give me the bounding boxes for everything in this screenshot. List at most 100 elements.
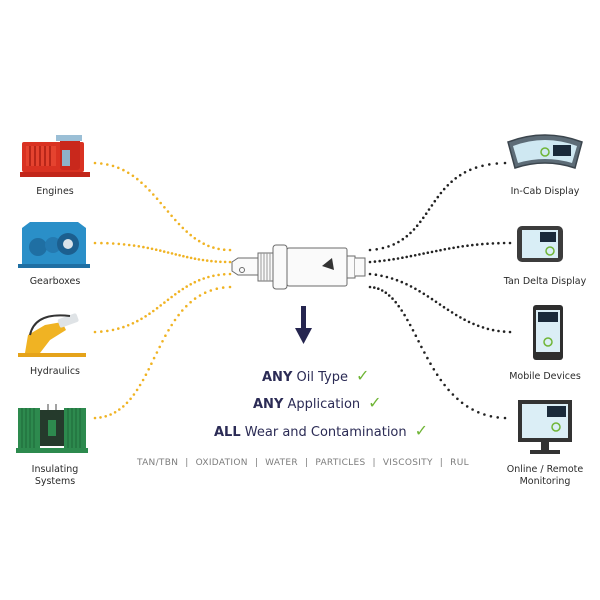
left-dot <box>138 383 142 387</box>
left-dot <box>166 251 170 254</box>
left-dot <box>118 408 121 411</box>
left-dot <box>137 245 141 248</box>
left-dot <box>117 242 121 246</box>
right-dot <box>502 241 506 245</box>
left-dot <box>189 256 193 260</box>
separator: | <box>254 458 259 468</box>
right-dot <box>422 292 426 296</box>
right-dot <box>481 326 485 329</box>
transformer-icon <box>16 404 88 453</box>
right-dot <box>368 285 372 289</box>
right-dot <box>451 393 455 396</box>
left-dot <box>173 318 177 322</box>
left-dot <box>136 319 139 323</box>
left-dot <box>221 286 225 289</box>
right-dot <box>419 220 422 224</box>
right-dot <box>442 305 446 309</box>
left-dot <box>228 272 232 276</box>
right-dot <box>405 255 409 259</box>
claim-wear-contamination: ALL Wear and Contamination✓ <box>214 421 428 440</box>
claim-rest: Oil Type <box>296 370 348 385</box>
left-dot <box>207 275 210 279</box>
right-dot <box>387 258 391 262</box>
left-dot <box>222 273 226 276</box>
right-dot <box>465 405 469 408</box>
right-dot <box>405 234 409 238</box>
left-dot <box>99 416 102 419</box>
left-dot <box>159 249 162 252</box>
right-dot <box>405 282 408 286</box>
right-dot <box>430 250 434 254</box>
right-dot <box>436 195 440 199</box>
left-dot <box>228 260 232 264</box>
left-dot <box>106 329 109 333</box>
right-dot <box>409 285 413 288</box>
right-dot <box>481 164 484 168</box>
right-dot <box>477 411 480 414</box>
right-dot <box>450 180 453 183</box>
left-dot <box>210 259 213 263</box>
left-dot <box>215 287 219 291</box>
claim-application: ANY Application✓ <box>253 393 382 412</box>
right-dot <box>469 168 472 172</box>
parameter-item: RUL <box>450 458 469 468</box>
right-dot <box>401 237 405 241</box>
right-dot <box>426 251 430 254</box>
left-dot <box>166 210 170 213</box>
hydraulics-icon <box>18 313 86 357</box>
left-dot <box>109 413 112 416</box>
left-dot <box>146 246 150 250</box>
in-cab-display-icon <box>507 134 583 169</box>
left-dot <box>100 241 103 245</box>
left-dot <box>197 278 201 282</box>
left-dot <box>193 237 197 240</box>
left-dot <box>111 328 115 332</box>
left-dot <box>202 277 205 280</box>
right-dot <box>377 287 380 291</box>
right-dot <box>391 297 394 300</box>
right-dot <box>447 247 451 250</box>
right-dot <box>397 304 401 308</box>
left-dot <box>122 325 125 329</box>
left-dot <box>100 162 103 165</box>
left-dot <box>203 291 207 295</box>
right-dot <box>368 260 372 264</box>
parameter-item: OXIDATION <box>195 458 248 468</box>
right-dot <box>481 242 484 246</box>
left-dot <box>209 289 213 292</box>
right-dot <box>414 287 417 291</box>
right-dot <box>443 248 447 251</box>
left-dot <box>177 290 181 293</box>
right-dot <box>433 199 437 203</box>
left-dot <box>161 340 164 343</box>
left-dot <box>205 259 209 262</box>
check-icon: ✓ <box>368 393 382 412</box>
right-dot <box>392 257 395 261</box>
right-dot <box>413 254 417 257</box>
parameter-item: TAN/TBN <box>137 458 179 468</box>
right-dot <box>412 228 416 231</box>
right-dot <box>463 171 467 174</box>
right-dot <box>435 373 439 377</box>
left-dot <box>106 241 109 245</box>
left-dot <box>207 244 210 248</box>
right-dot <box>368 248 372 252</box>
right-dot <box>438 303 442 306</box>
left-dot <box>193 297 197 300</box>
output-label-online-remote-monitoring: Online / Remote Monitoring <box>506 464 584 487</box>
right-dot <box>400 309 404 312</box>
right-dot <box>403 313 406 317</box>
right-dot <box>439 248 442 252</box>
left-dot <box>167 329 170 332</box>
claim-rest: Wear and Contamination <box>244 425 407 440</box>
left-dot <box>111 164 115 168</box>
right-dot <box>475 243 479 246</box>
left-dot <box>93 241 97 245</box>
right-dot <box>424 212 428 215</box>
left-connection-dots <box>93 161 232 420</box>
left-dot <box>197 258 201 261</box>
right-dot <box>430 297 434 301</box>
right-dot <box>483 413 486 416</box>
right-dot <box>432 368 436 371</box>
